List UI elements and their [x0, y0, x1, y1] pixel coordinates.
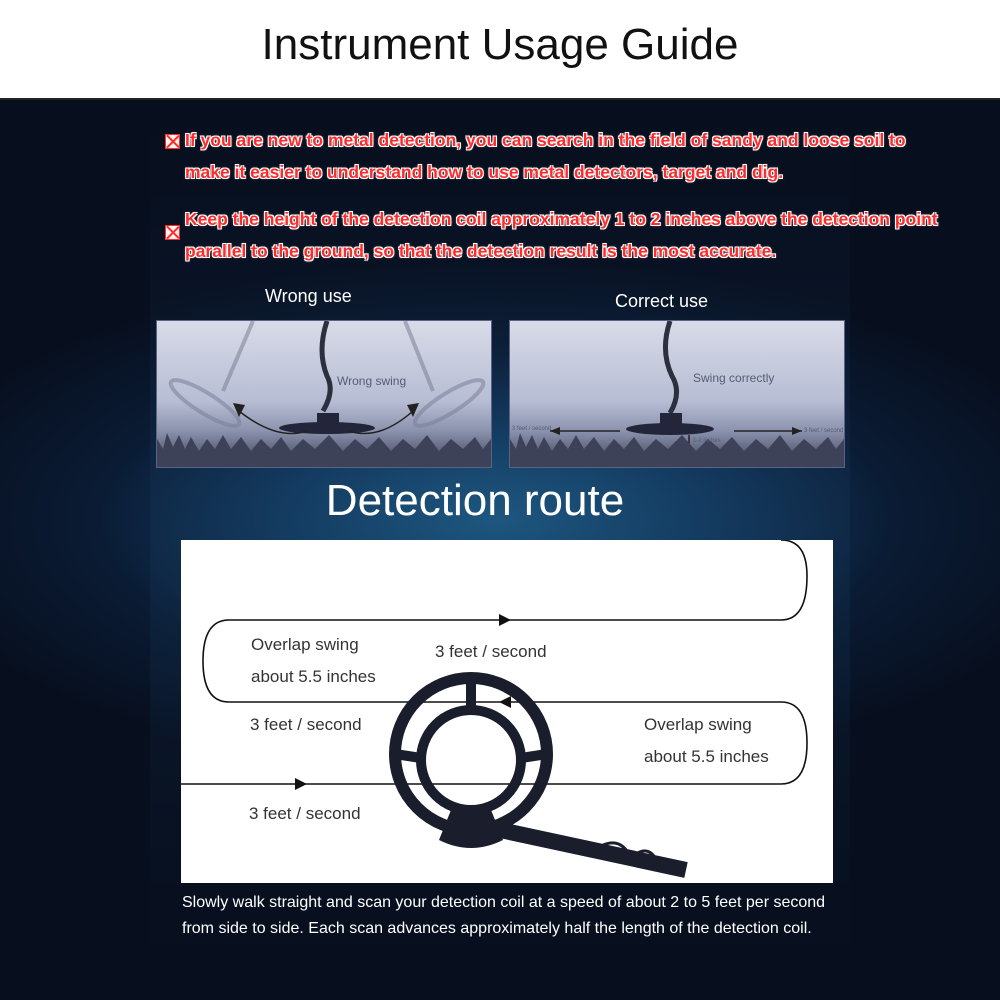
- note-sandy-soil: If you are new to metal detection, you c…: [165, 124, 955, 188]
- wrong-use-caption: Wrong use: [265, 286, 352, 306]
- height-label: 1-2 inches: [693, 438, 721, 444]
- checkbox-cross-icon: [165, 134, 180, 149]
- overlap-swing-label-left: Overlap swing: [251, 635, 359, 654]
- speed-right-label: 3 feet / second: [804, 428, 844, 434]
- overlap-distance-label-right: about 5.5 inches: [644, 747, 769, 766]
- detector-coil-icon: [389, 672, 688, 878]
- arrow-right-icon: [295, 778, 307, 790]
- route-title: Detection route: [325, 476, 625, 525]
- detection-route-diagram: Overlap swing about 5.5 inches 3 feet / …: [181, 540, 833, 883]
- speed-label-top: 3 feet / second: [435, 642, 547, 661]
- header: Instrument Usage Guide: [0, 0, 1000, 100]
- arrow-left-icon: [499, 696, 511, 708]
- overlap-distance-label-left: about 5.5 inches: [251, 667, 376, 686]
- instructions-text: Slowly walk straight and scan your detec…: [182, 894, 826, 937]
- route-path-illustration: [181, 540, 808, 878]
- speed-label-middle: 3 feet / second: [250, 715, 362, 734]
- page-title: Instrument Usage Guide: [261, 20, 739, 69]
- correct-swing-label: Swing correctly: [693, 371, 775, 385]
- speed-left-label: 3 feet / second: [512, 426, 552, 432]
- note-text: If you are new to metal detection, you c…: [185, 130, 906, 182]
- overlap-swing-label-right: Overlap swing: [644, 715, 752, 734]
- wrong-use-photo: Wrong swing: [156, 320, 492, 468]
- note-text: Keep the height of the detection coil ap…: [185, 209, 938, 261]
- correct-use-photo: Swing correctly 3 feet / second 3 feet /…: [509, 320, 845, 468]
- correct-swing-illustration: [510, 321, 844, 467]
- speed-label-bottom: 3 feet / second: [249, 804, 361, 823]
- note-coil-height: Keep the height of the detection coil ap…: [165, 203, 955, 267]
- wrong-swing-illustration: [157, 321, 491, 467]
- checkbox-cross-icon: [165, 225, 180, 240]
- correct-use-caption: Correct use: [615, 291, 709, 311]
- arrow-right-icon: [499, 614, 511, 626]
- wrong-swing-label: Wrong swing: [337, 374, 407, 388]
